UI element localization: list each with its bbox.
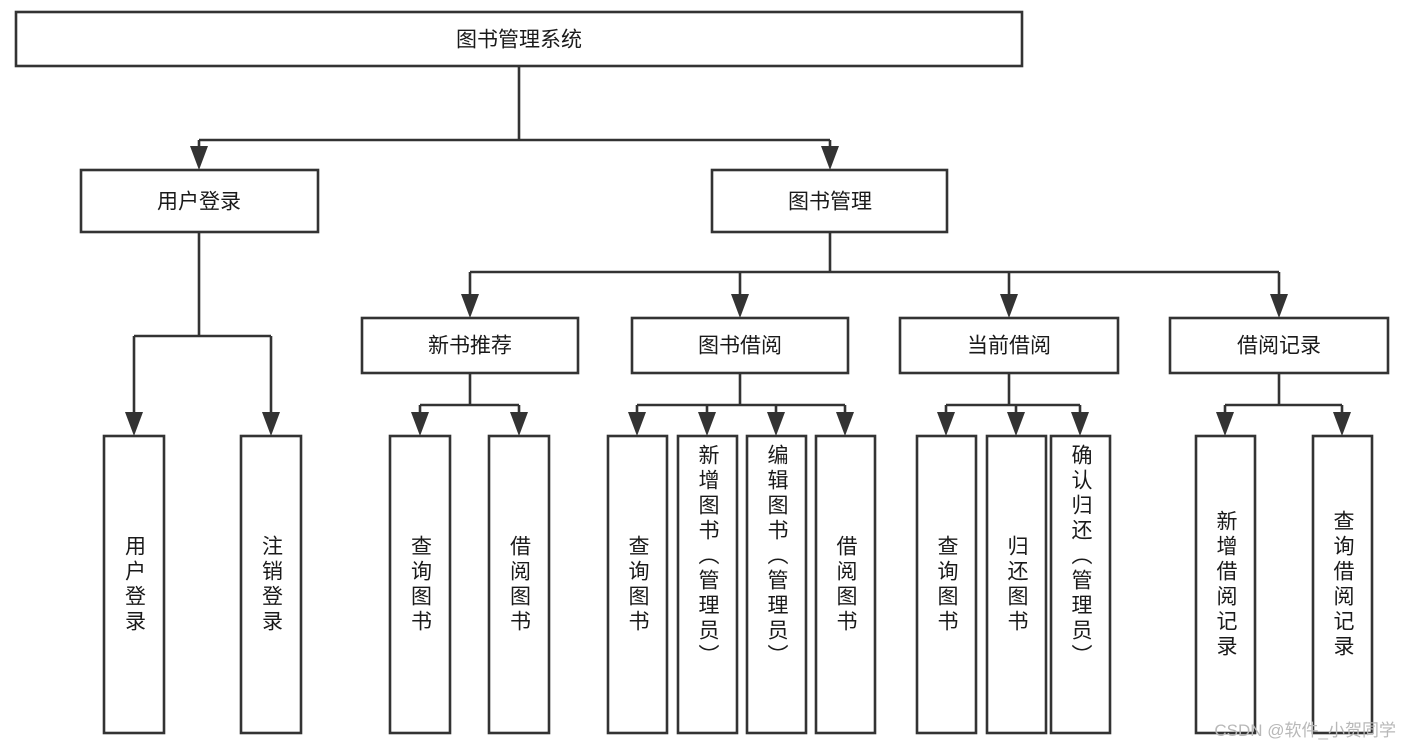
leaf-box-query-borrow-record[interactable] (1311, 434, 1374, 735)
node-root-book-management-system[interactable]: 图书管理系统 (14, 10, 1024, 68)
node-book-borrow[interactable]: 图书借阅 (630, 316, 850, 375)
leaf-box-borrow-book-newbook[interactable] (487, 434, 551, 735)
connector-userlogin-to-leaves (125, 232, 280, 436)
leaf-box-borrow-book-borrow[interactable] (814, 434, 877, 735)
connector-bookborrow-to-leaves (628, 373, 854, 436)
leaf-box-confirm-return-admin[interactable] (1049, 434, 1112, 735)
node-user-login-label: 用户登录 (157, 191, 241, 214)
leaf-box-user-login[interactable] (102, 434, 166, 735)
node-borrow-record[interactable]: 借阅记录 (1168, 316, 1390, 375)
node-book-management-label: 图书管理 (788, 191, 872, 214)
connector-bookmgmt-to-level2 (461, 232, 1288, 318)
leaf-box-return-book[interactable] (985, 434, 1048, 735)
node-current-borrow[interactable]: 当前借阅 (898, 316, 1120, 375)
leaf-box-query-book-newbook[interactable] (388, 434, 452, 735)
connector-borrowrecord-to-leaves (1216, 373, 1351, 436)
leaf-box-add-book-admin[interactable] (676, 434, 739, 735)
leaf-box-query-book-borrow[interactable] (606, 434, 669, 735)
watermark: CSDN @软件_小贺同学 (1214, 721, 1396, 740)
connector-newbook-to-leaves (411, 373, 528, 436)
node-root-label: 图书管理系统 (456, 29, 582, 52)
node-current-borrow-label: 当前借阅 (967, 335, 1051, 358)
node-book-management[interactable]: 图书管理 (710, 168, 949, 234)
node-borrow-record-label: 借阅记录 (1237, 335, 1321, 358)
node-new-book-recommend-label: 新书推荐 (428, 335, 512, 358)
node-new-book-recommend[interactable]: 新书推荐 (360, 316, 580, 375)
leaf-box-query-book-current[interactable] (915, 434, 978, 735)
leaf-box-edit-book-admin[interactable] (745, 434, 808, 735)
node-user-login[interactable]: 用户登录 (79, 168, 320, 234)
node-book-borrow-label: 图书借阅 (698, 335, 782, 358)
leaf-box-logout[interactable] (239, 434, 303, 735)
connector-currentborrow-to-leaves (937, 373, 1089, 436)
leaf-box-add-borrow-record[interactable] (1194, 434, 1257, 735)
connector-root-to-level1 (190, 66, 839, 170)
